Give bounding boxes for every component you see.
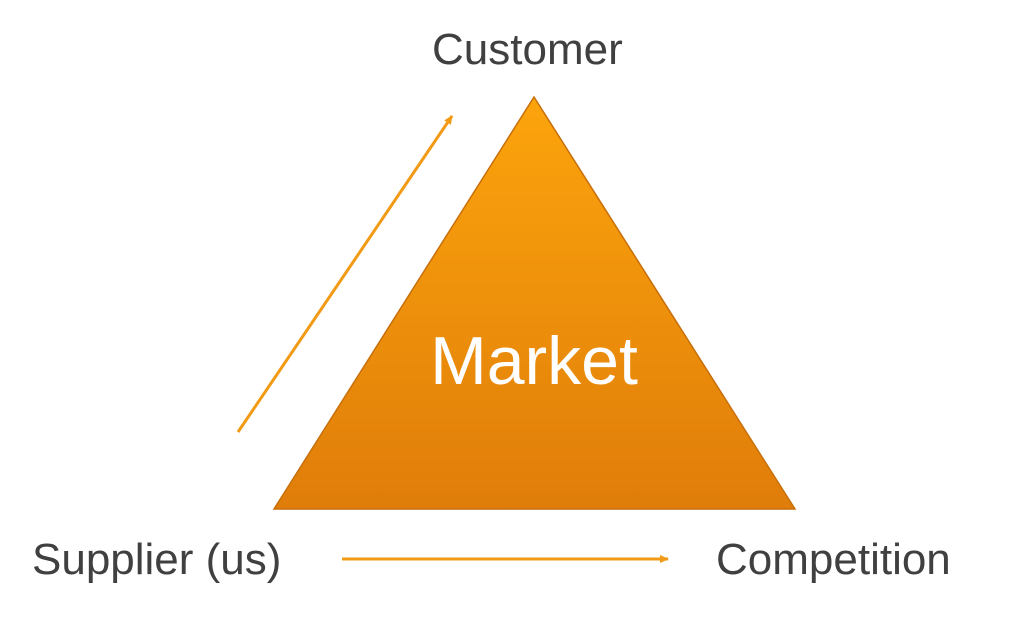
competition-label: Competition bbox=[716, 535, 951, 584]
arrow-supplier-to-customer bbox=[236, 115, 454, 433]
supplier-label: Supplier (us) bbox=[32, 535, 282, 584]
customer-label: Customer bbox=[432, 25, 623, 74]
market-label: Market bbox=[430, 323, 638, 399]
market-triangle bbox=[272, 95, 797, 510]
